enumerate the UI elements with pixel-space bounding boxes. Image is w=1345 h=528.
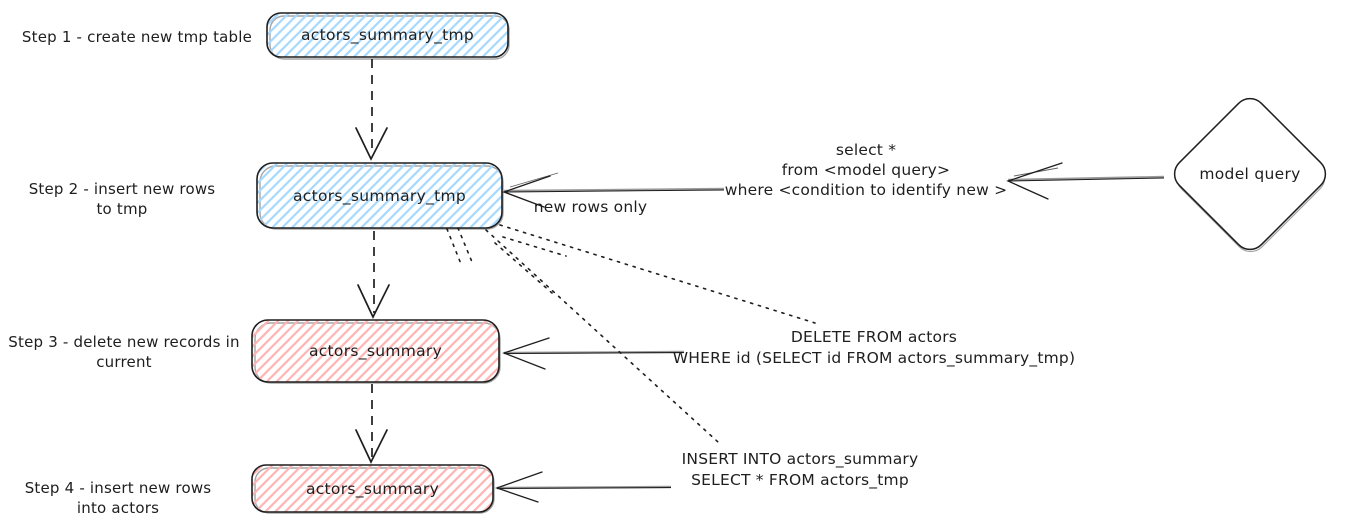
arrow-step1-to-step2 <box>355 59 388 161</box>
arrow-insert-to-step4 <box>495 471 672 503</box>
step3-label: Step 3 - delete new records in current <box>8 333 240 371</box>
step2-label: Step 2 - insert new rows to tmp <box>28 180 216 218</box>
node-label-step3-actors-summary: actors_summary <box>308 342 443 360</box>
node-box-step2 <box>256 162 503 229</box>
step1-label: Step 1 - create new tmp table <box>21 28 253 46</box>
arrow-delete-to-step3 <box>502 337 685 370</box>
node-label-step1-actors-summary-tmp: actors_summary_tmp <box>300 26 475 44</box>
arrow-select-to-step2 <box>502 172 725 208</box>
node-box-step4 <box>251 464 494 513</box>
delete-query-text: DELETE FROM actors WHERE id (SELECT id F… <box>672 328 1076 367</box>
model-query-label: model query <box>1199 165 1301 183</box>
node-box-step3 <box>251 319 500 383</box>
model-query-diamond <box>1173 97 1327 253</box>
new-rows-only-label: new rows only <box>533 198 648 216</box>
step4-label: Step 4 - insert new rows into actors <box>24 479 212 517</box>
arrow-step2-to-step3 <box>357 231 390 319</box>
arrow-step3-to-step4 <box>355 384 388 464</box>
node-label-step2-actors-summary-tmp: actors_summary_tmp <box>292 186 467 205</box>
dotted-link-step2-to-delete <box>457 224 816 324</box>
node-label-step4-actors-summary: actors_summary <box>305 479 440 498</box>
dotted-link-step2-to-insert <box>446 228 719 443</box>
arrow-model-query-to-select <box>1006 162 1165 200</box>
select-query-text: select * from <model query> where <condi… <box>724 141 1008 199</box>
insert-query-text: INSERT INTO actors_summary SELECT * FROM… <box>681 450 919 489</box>
node-box-step1 <box>266 12 509 58</box>
